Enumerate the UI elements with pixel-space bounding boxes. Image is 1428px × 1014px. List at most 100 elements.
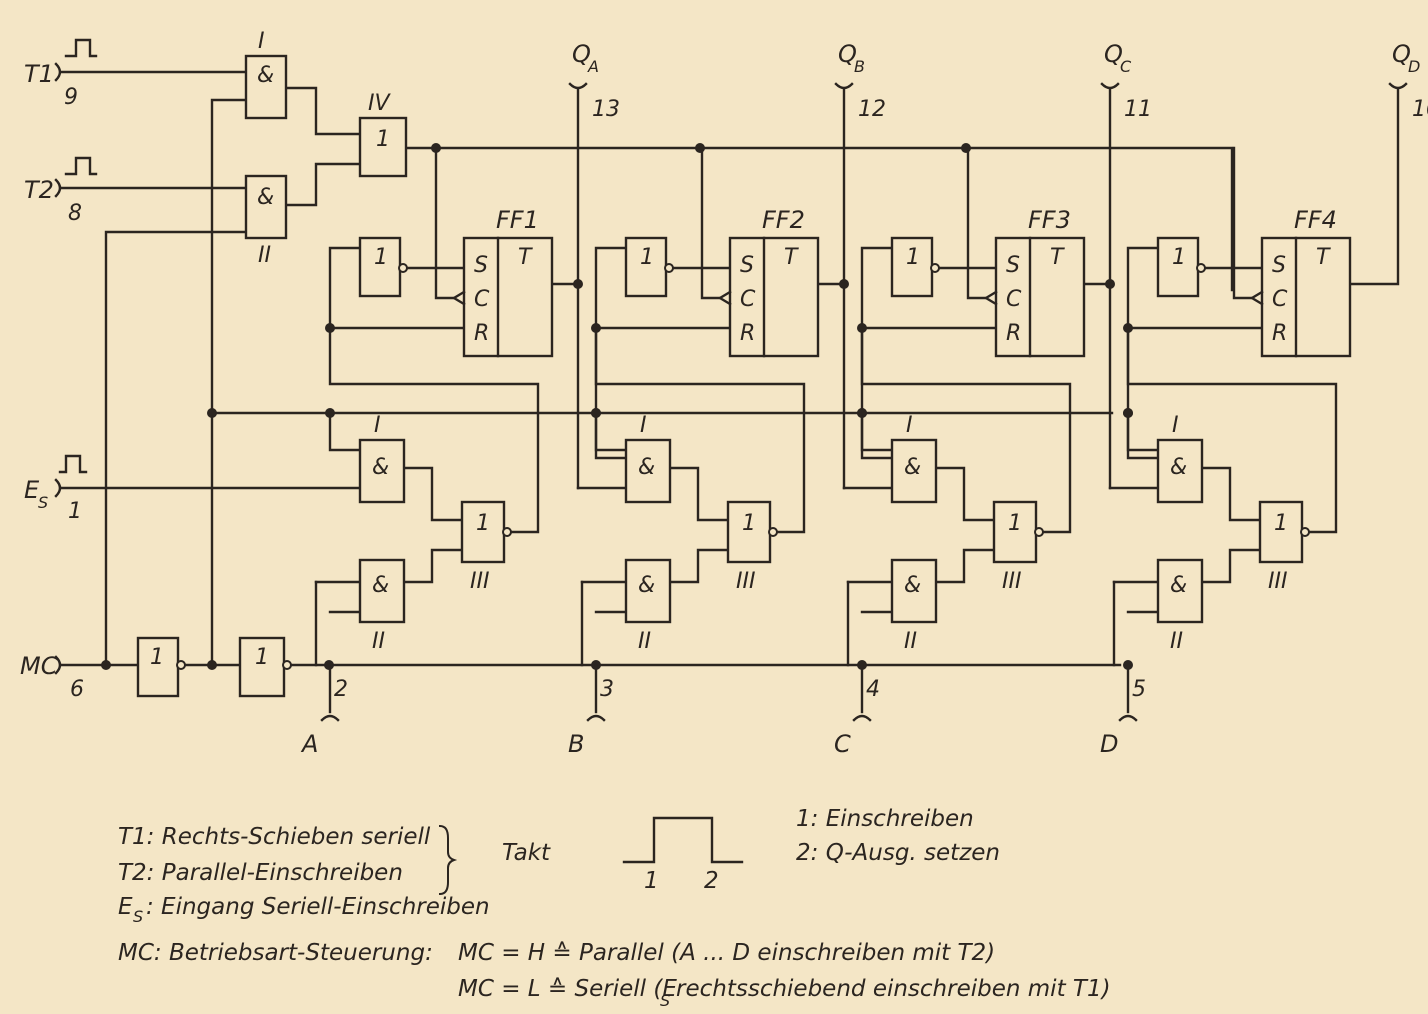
parallel-input-d: D5 [1100, 677, 1146, 758]
inverter-s-3: 1 [890, 236, 940, 298]
svg-text:1: 1 [376, 127, 390, 152]
svg-text:S: S [38, 493, 48, 512]
mc-inverter-2: 1 [238, 636, 292, 698]
svg-text:C: C [740, 287, 756, 312]
svg-text:MC: MC [20, 652, 58, 680]
svg-text:E: E [24, 476, 40, 504]
svg-text:T: T [1050, 245, 1065, 270]
svg-text:&: & [904, 455, 921, 480]
svg-text:R: R [474, 321, 489, 346]
svg-text:1: 1 [1172, 245, 1186, 270]
svg-text:T1: Rechts-Schieben seriell: T1: Rechts-Schieben seriell [118, 824, 431, 850]
and-gate-ii-stage-4: & II [1156, 558, 1204, 654]
svg-text:S: S [1272, 253, 1286, 278]
svg-text:Q: Q [572, 40, 591, 68]
input-t2: T2 8 [24, 156, 98, 226]
svg-text:1: 1 [374, 245, 388, 270]
svg-text:1: 1 [906, 245, 920, 270]
svg-text:T: T [518, 245, 533, 270]
svg-text:I: I [374, 413, 381, 438]
svg-text:D: D [1408, 57, 1420, 76]
svg-text:&: & [638, 455, 655, 480]
svg-text:II: II [372, 629, 385, 654]
output-qd: QD10 [1388, 40, 1428, 122]
svg-text:&: & [1170, 455, 1187, 480]
and-gate-ii-stage-2: &II [624, 558, 672, 654]
parallel-input-b: B3 [568, 677, 614, 758]
svg-text:MC = L ≙ Seriell (E: MC = L ≙ Seriell (E [458, 976, 677, 1002]
svg-text:S: S [740, 253, 754, 278]
svg-text:C: C [1272, 287, 1288, 312]
output-qc: QC 11 [1100, 40, 1152, 122]
svg-text:Q: Q [1104, 40, 1123, 68]
svg-text:1: 1 [150, 645, 164, 670]
svg-text:Takt: Takt [502, 840, 551, 866]
inverter-s-1: 1 [358, 236, 408, 298]
svg-text:T: T [784, 245, 799, 270]
svg-text:I: I [640, 413, 647, 438]
svg-text:&: & [638, 573, 655, 598]
svg-text:S: S [660, 991, 670, 1010]
svg-text:C: C [1120, 57, 1132, 76]
svg-text:Q: Q [838, 40, 857, 68]
svg-text:1: 1 [644, 868, 659, 894]
and-gate-i-stage-3: &I [890, 413, 938, 504]
svg-text:9: 9 [64, 85, 78, 110]
svg-text:II: II [1170, 629, 1183, 654]
svg-text:3: 3 [600, 677, 614, 702]
svg-text:10: 10 [1412, 97, 1428, 122]
wiring [60, 70, 1234, 667]
inverter-s-2: 1 [624, 236, 674, 298]
input-t1: T1 9 [24, 38, 98, 110]
svg-text:1: 1 [68, 499, 82, 524]
svg-text:1: 1 [476, 511, 490, 536]
svg-text:&: & [372, 573, 389, 598]
parallel-input-c: C4 [834, 677, 880, 758]
svg-text:: Eingang Seriell-Einschreiben: : Eingang Seriell-Einschreiben [146, 894, 490, 920]
svg-text:rechtsschiebend einschreiben m: rechtsschiebend einschreiben mit T1) [676, 976, 1111, 1002]
svg-text:MC = H ≙ Parallel (A ... D ein: MC = H ≙ Parallel (A ... D einschreiben … [458, 940, 995, 966]
svg-text:T2: Parallel-Einschreiben: T2: Parallel-Einschreiben [118, 860, 403, 886]
svg-text:4: 4 [866, 677, 880, 702]
svg-text:III: III [470, 569, 489, 594]
svg-text:1: 1 [1274, 511, 1288, 536]
svg-text:&: & [257, 63, 274, 88]
svg-text:5: 5 [1132, 677, 1146, 702]
legend: T1: Rechts-Schieben seriell T2: Parallel… [118, 806, 1111, 1010]
svg-text:11: 11 [1124, 97, 1152, 122]
svg-text:FF3: FF3 [1028, 206, 1071, 234]
svg-text:&: & [1170, 573, 1187, 598]
svg-text:C: C [834, 730, 851, 758]
svg-text:I: I [1172, 413, 1179, 438]
and-gate-i-stage-2: &I [624, 413, 672, 504]
svg-text:B: B [854, 57, 865, 76]
input-es: E S 1 [24, 454, 88, 524]
svg-text:FF1: FF1 [496, 206, 539, 234]
svg-text:8: 8 [68, 201, 82, 226]
inverter-s-4: 1 [1156, 236, 1206, 298]
svg-text:B: B [568, 730, 584, 758]
and-gate-i-stage-1: &I [358, 413, 406, 504]
svg-text:6: 6 [70, 677, 84, 702]
svg-text:A: A [300, 730, 318, 758]
svg-text:FF4: FF4 [1294, 206, 1337, 234]
svg-text:T: T [1316, 245, 1331, 270]
and-gate-ii-top: & II [244, 174, 288, 268]
junctions [101, 143, 971, 670]
svg-text:S: S [1006, 253, 1020, 278]
svg-text:D: D [1100, 730, 1118, 758]
svg-text:I: I [258, 29, 265, 54]
parallel-input-a: A2 [300, 677, 348, 758]
svg-text:C: C [1006, 287, 1022, 312]
